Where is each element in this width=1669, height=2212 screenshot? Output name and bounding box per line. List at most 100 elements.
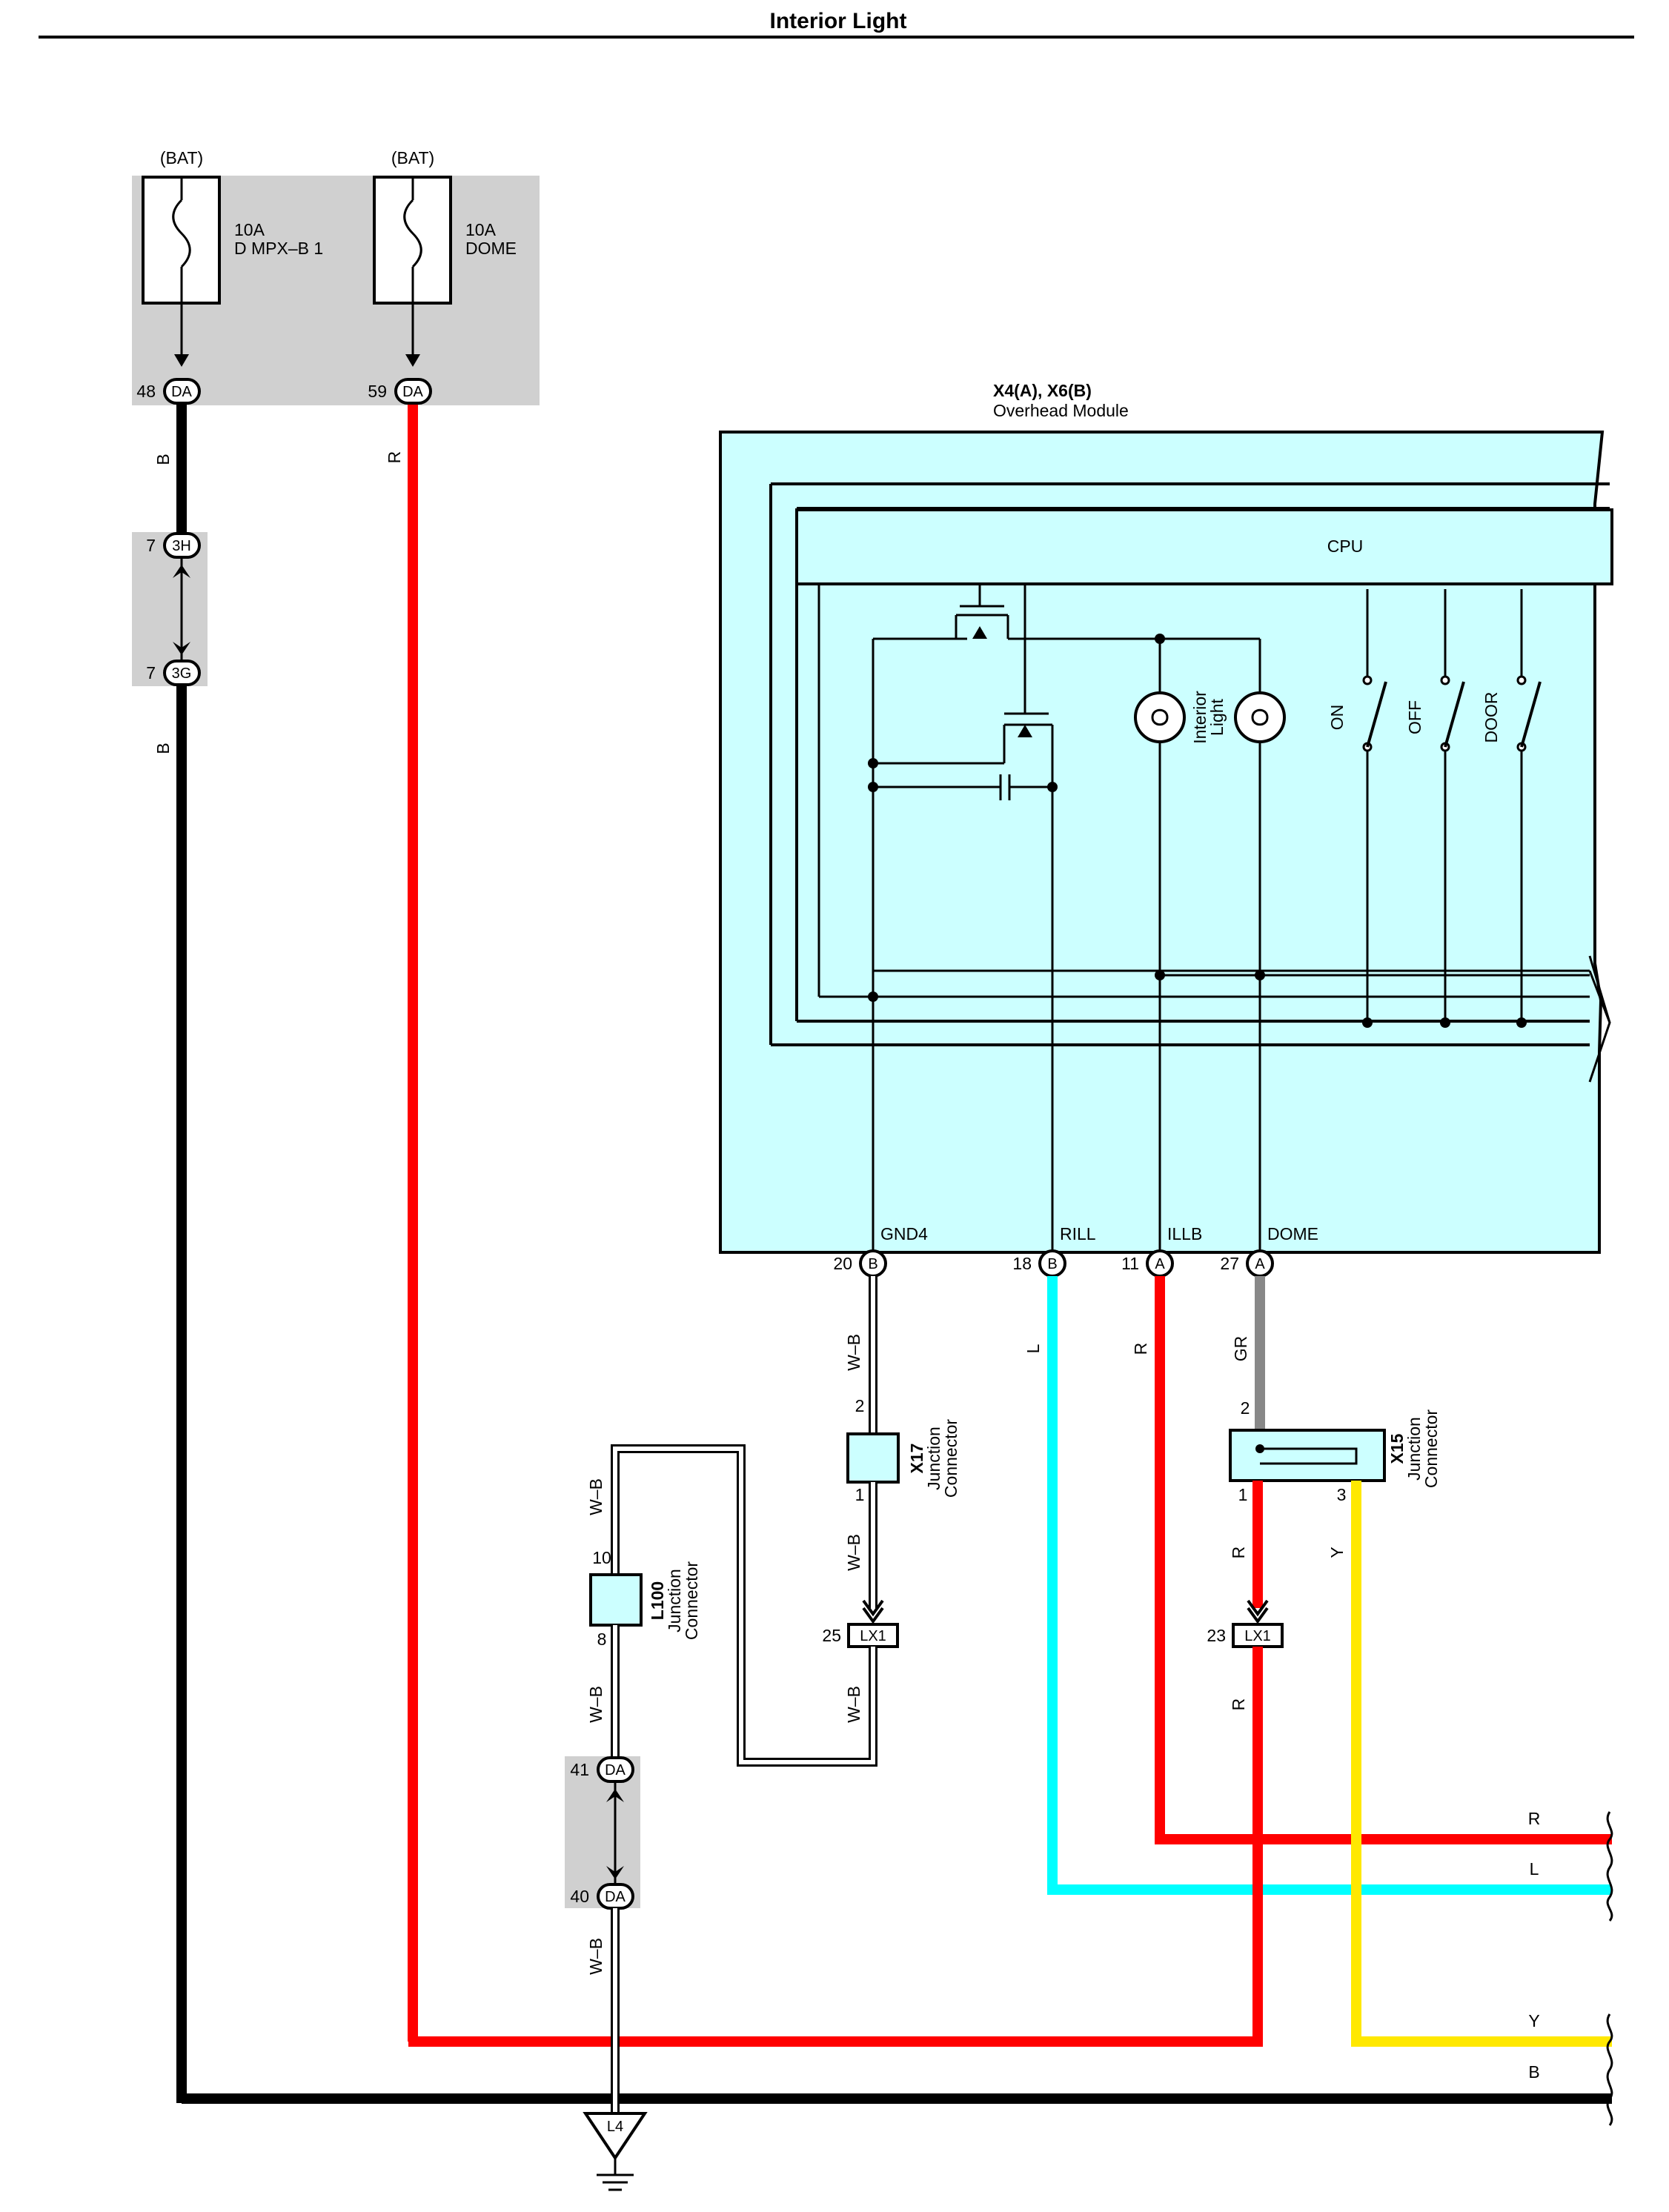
- transistor-arrow-icon: [1018, 725, 1032, 737]
- svg-text:2: 2: [855, 1396, 865, 1415]
- arrow-down-icon: [606, 1866, 624, 1879]
- wire-break-icon: [1606, 1811, 1613, 1922]
- svg-text:Connector: Connector: [1421, 1409, 1441, 1488]
- wire-y-x15: Y: [1327, 1481, 1612, 2047]
- l100-box: [589, 1573, 643, 1627]
- svg-text:LX1: LX1: [860, 1628, 886, 1644]
- svg-text:27: 27: [1220, 1254, 1239, 1273]
- terminal-illb-label: ILLB: [1167, 1224, 1202, 1243]
- svg-text:11: 11: [1121, 1254, 1139, 1273]
- x17-box: [846, 1432, 900, 1484]
- wire-wb-to-ground: W–B: [586, 1908, 620, 2112]
- svg-text:DA: DA: [171, 384, 192, 400]
- svg-text:GR: GR: [1231, 1336, 1250, 1362]
- wire-r-x15-lx1: R: [1229, 1481, 1269, 1624]
- svg-text:B: B: [153, 454, 173, 465]
- svg-text:3G: 3G: [172, 665, 192, 682]
- connector-lx1-23: LX1 23: [1207, 1623, 1284, 1648]
- wire-r-illb: R: [1131, 1276, 1612, 1844]
- svg-text:41: 41: [570, 1760, 589, 1779]
- arrow-down-icon: [174, 354, 189, 367]
- svg-text:B: B: [1047, 1256, 1057, 1272]
- chevron-down-icon: [862, 1599, 884, 1617]
- svg-text:Connector: Connector: [941, 1419, 960, 1498]
- fuse1-name: D MPX–B 1: [234, 239, 323, 258]
- junction-connector-x15: 2 1 3 X15 Junction Connector: [1229, 1398, 1441, 1504]
- switch-door-icon: [1520, 681, 1542, 748]
- svg-text:7: 7: [146, 663, 156, 682]
- dome-light-bulb-icon: [1234, 691, 1286, 743]
- svg-text:B: B: [868, 1256, 877, 1272]
- ground-triangle-icon: [583, 2112, 648, 2161]
- svg-text:R: R: [385, 451, 404, 464]
- diagram-title: Interior Light: [770, 9, 907, 33]
- arrow-down-icon: [173, 642, 190, 655]
- svg-text:48: 48: [136, 382, 156, 401]
- svg-text:18: 18: [1012, 1254, 1032, 1273]
- fuse-dome: (BAT) 10A DOME DA 59: [368, 148, 517, 405]
- svg-text:DA: DA: [605, 1889, 626, 1905]
- svg-text:3H: 3H: [172, 538, 191, 554]
- cpu-block: [795, 508, 1613, 585]
- terminal-dome-label: DOME: [1267, 1224, 1318, 1243]
- junction-block-area: [132, 532, 208, 686]
- edge-label-l: L: [1530, 1859, 1539, 1879]
- fuse2-name: DOME: [465, 239, 517, 258]
- svg-text:R: R: [1229, 1698, 1248, 1711]
- svg-text:Y: Y: [1327, 1547, 1347, 1558]
- right-edge-continuations: R L Y B: [1528, 1809, 1613, 2126]
- fuse1-source: (BAT): [160, 148, 203, 167]
- wire-break-icon: [1606, 2013, 1613, 2126]
- junction-da-41-40: DA 41 DA 40: [570, 1756, 634, 1910]
- svg-text:L4: L4: [607, 2119, 623, 2135]
- arrow-up-icon: [606, 1789, 624, 1802]
- svg-text:W–B: W–B: [586, 1938, 605, 1975]
- svg-text:Junction: Junction: [1404, 1417, 1424, 1481]
- svg-text:Connector: Connector: [682, 1561, 701, 1640]
- svg-text:2: 2: [1241, 1398, 1250, 1418]
- svg-text:R: R: [1131, 1343, 1150, 1355]
- ground-l4: L4: [583, 2112, 648, 2191]
- switch-door-label: DOOR: [1481, 692, 1501, 743]
- fuse1-element-icon: [172, 199, 191, 268]
- connector-lx1-25: LX1 25: [822, 1623, 899, 1648]
- switch-on-label: ON: [1327, 705, 1347, 731]
- terminal-rill-label: RILL: [1060, 1224, 1096, 1243]
- wire-wb-lx1-l100: W–B W–B: [586, 1444, 877, 1767]
- light-label-2: Light: [1207, 698, 1227, 735]
- junction-connector-x17: 2 1 X17 Junction Connector: [846, 1396, 960, 1504]
- wire-wb-l100-da: W–B: [586, 1625, 620, 1756]
- svg-text:DA: DA: [605, 1762, 626, 1778]
- module-name: Overhead Module: [993, 401, 1129, 420]
- svg-text:25: 25: [822, 1626, 841, 1645]
- svg-text:3: 3: [1337, 1485, 1347, 1504]
- svg-text:8: 8: [597, 1630, 607, 1649]
- transistor-arrow-icon: [972, 626, 987, 639]
- wire-wb-gnd4: W–B: [844, 1276, 877, 1434]
- da-junction-area: [565, 1756, 640, 1908]
- svg-text:Junction: Junction: [924, 1426, 943, 1490]
- edge-label-b: B: [1528, 2062, 1539, 2082]
- wire-gr-dome: GR: [1231, 1276, 1265, 1430]
- svg-text:L: L: [1023, 1344, 1043, 1353]
- svg-text:W–B: W–B: [586, 1478, 605, 1515]
- fuse2-rating: 10A: [465, 220, 497, 239]
- svg-text:W–B: W–B: [844, 1534, 863, 1571]
- switch-on-icon: [1366, 681, 1387, 748]
- edge-label-r: R: [1528, 1809, 1541, 1828]
- module-code: X4(A), X6(B): [993, 381, 1092, 400]
- fuse-d-mpx-b1: (BAT) 10A D MPX–B 1 DA 48: [136, 148, 323, 405]
- module-connectors: B 20 B 18 A 11 A 27: [833, 1249, 1274, 1278]
- svg-text:A: A: [1155, 1256, 1165, 1272]
- svg-text:A: A: [1255, 1256, 1265, 1272]
- svg-text:W–B: W–B: [586, 1686, 605, 1723]
- chevron-down-icon: [1247, 1599, 1269, 1617]
- svg-text:W–B: W–B: [844, 1334, 863, 1371]
- arrow-down-icon: [405, 354, 420, 367]
- svg-text:59: 59: [368, 382, 387, 401]
- junction-connector-l100: 10 8 L100 Junction Connector: [589, 1548, 701, 1649]
- svg-text:Junction: Junction: [665, 1569, 684, 1633]
- svg-text:W–B: W–B: [844, 1686, 863, 1723]
- svg-text:L100: L100: [648, 1581, 667, 1620]
